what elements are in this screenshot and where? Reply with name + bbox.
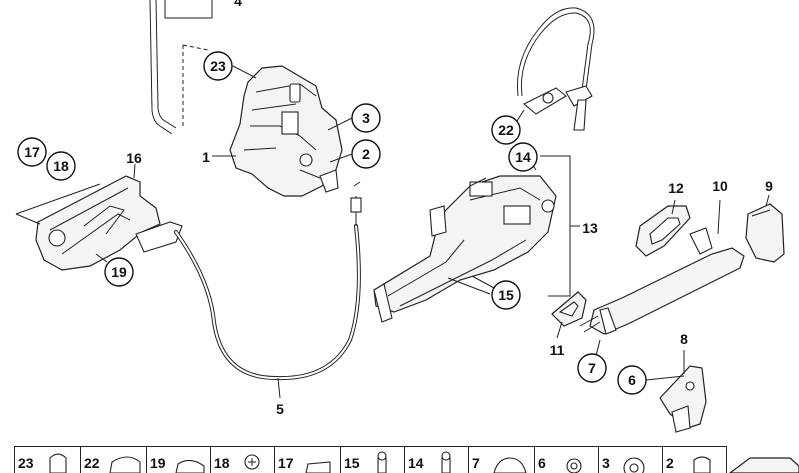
- bracket-part-8: [659, 350, 707, 433]
- clip-icon-23: [49, 453, 67, 473]
- callout-3: 3: [351, 103, 381, 133]
- callout-15: 15: [491, 280, 521, 310]
- callout-7-text: 7: [588, 360, 596, 376]
- strip-label-23: 23: [18, 455, 34, 471]
- clip-icon-19: [175, 459, 205, 473]
- callout-22: 22: [491, 115, 521, 145]
- strip-label-19: 19: [150, 455, 166, 471]
- grommet-icon-22: [109, 456, 141, 473]
- strip-label-14: 14: [408, 455, 424, 471]
- callout-6: 6: [617, 365, 647, 395]
- callout-18: 18: [46, 151, 76, 181]
- outer-handle-part-10: [551, 203, 785, 335]
- callout-17: 17: [17, 137, 47, 167]
- callout-23: 23: [203, 51, 233, 81]
- label-8: 8: [680, 331, 688, 347]
- callout-14-text: 14: [515, 149, 531, 165]
- label-5: 5: [276, 401, 284, 417]
- strip-label-6: 6: [538, 455, 546, 471]
- callout-15-text: 15: [498, 287, 514, 303]
- label-16: 16: [126, 150, 142, 166]
- strip-label-7: 7: [472, 455, 480, 471]
- label-9: 9: [765, 178, 773, 194]
- tool-icon: [729, 457, 799, 473]
- callout-6-text: 6: [628, 372, 636, 388]
- cap-icon-17: [305, 461, 331, 473]
- inner-handle-part-16: [15, 175, 183, 271]
- rivet-icon-2: [693, 456, 711, 473]
- callout-17-text: 17: [24, 144, 40, 160]
- leader-lines: [95, 65, 770, 399]
- label-13: 13: [582, 220, 598, 236]
- callout-7: 7: [577, 353, 607, 383]
- callout-18-text: 18: [53, 158, 69, 174]
- strip-label-15: 15: [344, 455, 360, 471]
- cable-part-22: [516, 7, 595, 131]
- callout-2: 2: [351, 139, 381, 169]
- callout-19-text: 19: [111, 264, 127, 280]
- bowden-cable-part-5: [174, 181, 362, 381]
- callout-2-text: 2: [362, 146, 370, 162]
- strip-label-18: 18: [214, 455, 230, 471]
- callout-23-text: 23: [210, 58, 226, 74]
- label-10: 10: [712, 178, 728, 194]
- rod-part-4: [149, 0, 213, 135]
- door-lock-part-1: [229, 65, 343, 197]
- callout-14: 14: [508, 142, 538, 172]
- handle-carrier-part-13: [373, 155, 580, 323]
- strip-label-2: 2: [666, 455, 674, 471]
- callout-22-text: 22: [498, 122, 514, 138]
- fastener-strip: 23 22 19 18 17 15 14 7 6 3 2: [14, 446, 799, 473]
- label-1: 1: [202, 149, 210, 165]
- label-4: 4: [234, 0, 242, 9]
- label-11: 11: [550, 342, 565, 358]
- strip-label-17: 17: [278, 455, 294, 471]
- callout-3-text: 3: [362, 110, 370, 126]
- screw-cross-18: [248, 458, 256, 466]
- callout-19: 19: [104, 257, 134, 287]
- plug-icon-7: [493, 457, 527, 473]
- strip-label-3: 3: [602, 455, 610, 471]
- label-12: 12: [668, 180, 684, 196]
- strip-label-22: 22: [84, 455, 100, 471]
